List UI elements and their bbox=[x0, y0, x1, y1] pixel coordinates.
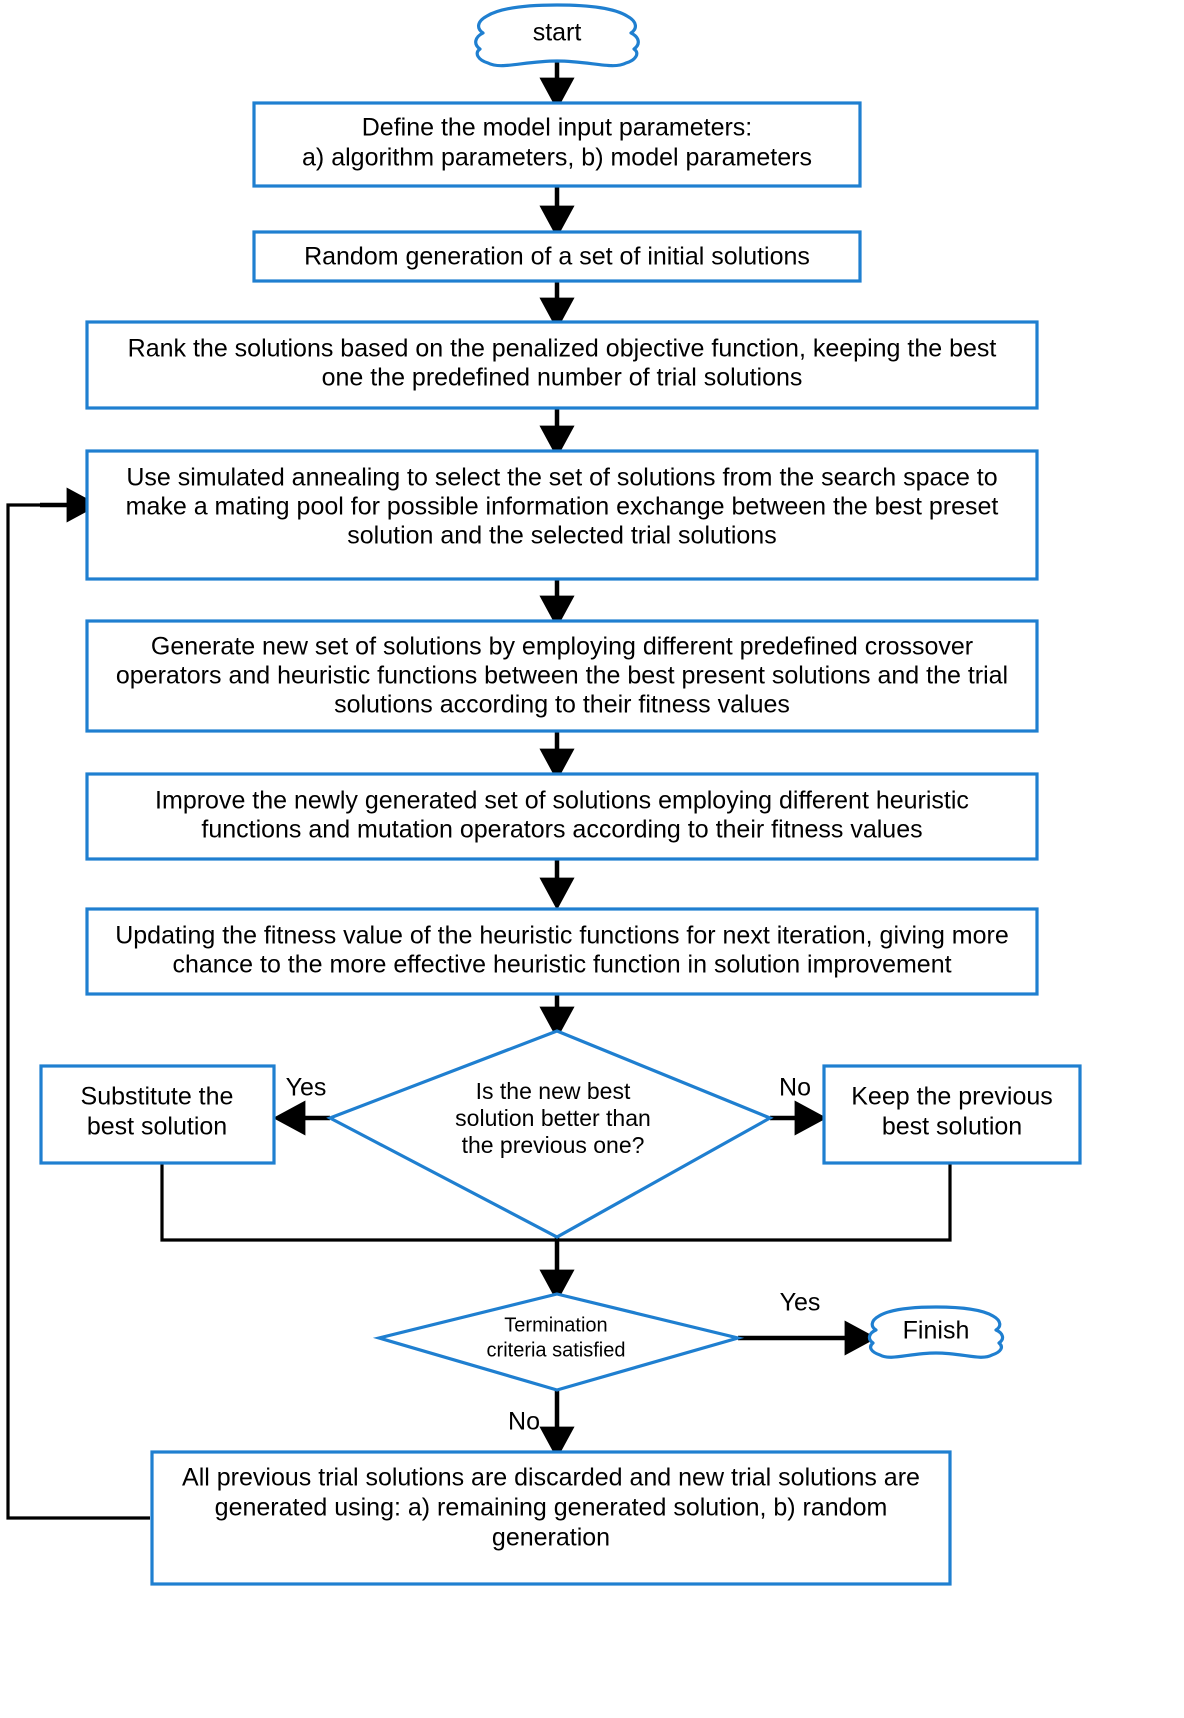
define-params-line1: Define the model input parameters: bbox=[362, 114, 753, 142]
decision-better-line3: the previous one? bbox=[462, 1132, 645, 1158]
simulated-annealing-line1: Use simulated annealing to select the se… bbox=[126, 464, 997, 492]
decision-termination-diamond bbox=[372, 1292, 745, 1392]
edge-label-termination-yes: Yes bbox=[780, 1289, 821, 1317]
node-rank-solutions[interactable]: Rank the solutions based on the penalize… bbox=[85, 320, 1039, 410]
define-params-line2: a) algorithm parameters, b) model parame… bbox=[302, 144, 812, 172]
node-define-params[interactable]: Define the model input parameters: a) al… bbox=[252, 101, 862, 188]
edge-substitute-merge bbox=[160, 1163, 557, 1242]
node-generate-new-set[interactable]: Generate new set of solutions by employi… bbox=[85, 619, 1039, 733]
finish-label: Finish bbox=[903, 1317, 970, 1345]
update-fitness-line1: Updating the fitness value of the heuris… bbox=[115, 922, 1009, 950]
simulated-annealing-box bbox=[85, 449, 1039, 581]
improve-solutions-line2: functions and mutation operators accordi… bbox=[201, 816, 922, 844]
node-substitute-best[interactable]: Substitute the best solution bbox=[39, 1064, 276, 1165]
edge-label-termination-no: No bbox=[508, 1408, 540, 1436]
edge-label-better-yes: Yes bbox=[286, 1074, 327, 1102]
substitute-best-line1: Substitute the bbox=[81, 1083, 234, 1111]
edge-keep-merge bbox=[557, 1163, 952, 1242]
discard-regenerate-line3: generation bbox=[492, 1524, 610, 1552]
edge-feedback-loop bbox=[6, 503, 150, 1520]
edge-label-better-no: No bbox=[779, 1074, 811, 1102]
keep-previous-line2: best solution bbox=[882, 1113, 1022, 1141]
substitute-best-line2: best solution bbox=[87, 1113, 227, 1141]
start-label: start bbox=[533, 19, 582, 47]
rank-solutions-box bbox=[85, 320, 1039, 410]
generate-new-set-line1: Generate new set of solutions by employi… bbox=[151, 633, 973, 661]
generate-new-set-line2: operators and heuristic functions betwee… bbox=[116, 662, 1008, 690]
node-update-fitness[interactable]: Updating the fitness value of the heuris… bbox=[85, 907, 1039, 996]
decision-termination-line2: criteria satisfied bbox=[487, 1339, 626, 1361]
generate-new-set-box bbox=[85, 619, 1039, 733]
start-cloud-shape bbox=[474, 3, 640, 68]
node-decision-better[interactable]: Is the new best solution better than the… bbox=[326, 1029, 774, 1239]
simulated-annealing-line2: make a mating pool for possible informat… bbox=[126, 493, 999, 521]
random-generation-box bbox=[252, 230, 862, 283]
improve-solutions-line1: Improve the newly generated set of solut… bbox=[155, 787, 969, 815]
node-keep-previous[interactable]: Keep the previous best solution bbox=[822, 1064, 1082, 1165]
node-simulated-annealing[interactable]: Use simulated annealing to select the se… bbox=[85, 449, 1039, 581]
node-improve-solutions[interactable]: Improve the newly generated set of solut… bbox=[85, 772, 1039, 861]
keep-previous-line1: Keep the previous bbox=[851, 1083, 1053, 1111]
discard-regenerate-box bbox=[150, 1450, 952, 1586]
decision-termination-line1: Termination bbox=[504, 1314, 607, 1336]
discard-regenerate-line1: All previous trial solutions are discard… bbox=[182, 1464, 920, 1492]
finish-cloud-shape bbox=[867, 1305, 1005, 1359]
node-decision-termination[interactable]: Termination criteria satisfied bbox=[372, 1292, 745, 1392]
keep-previous-box bbox=[822, 1064, 1082, 1165]
decision-better-line2: solution better than bbox=[455, 1105, 651, 1131]
node-start[interactable]: start bbox=[474, 3, 640, 68]
decision-better-line1: Is the new best bbox=[476, 1078, 631, 1104]
define-params-box bbox=[252, 101, 862, 188]
update-fitness-line2: chance to the more effective heuristic f… bbox=[172, 951, 951, 979]
node-finish[interactable]: Finish bbox=[867, 1305, 1005, 1359]
improve-solutions-box bbox=[85, 772, 1039, 861]
simulated-annealing-line3: solution and the selected trial solution… bbox=[347, 522, 776, 550]
decision-better-diamond bbox=[326, 1029, 774, 1239]
rank-solutions-line1: Rank the solutions based on the penalize… bbox=[128, 335, 997, 363]
node-discard-regenerate[interactable]: All previous trial solutions are discard… bbox=[150, 1450, 952, 1586]
update-fitness-box bbox=[85, 907, 1039, 996]
substitute-best-box bbox=[39, 1064, 276, 1165]
discard-regenerate-line2: generated using: a) remaining generated … bbox=[215, 1494, 888, 1522]
generate-new-set-line3: solutions according to their fitness val… bbox=[334, 691, 790, 719]
node-random-generation[interactable]: Random generation of a set of initial so… bbox=[252, 230, 862, 283]
random-generation-line1: Random generation of a set of initial so… bbox=[304, 243, 810, 271]
rank-solutions-line2: one the predefined number of trial solut… bbox=[322, 364, 803, 392]
